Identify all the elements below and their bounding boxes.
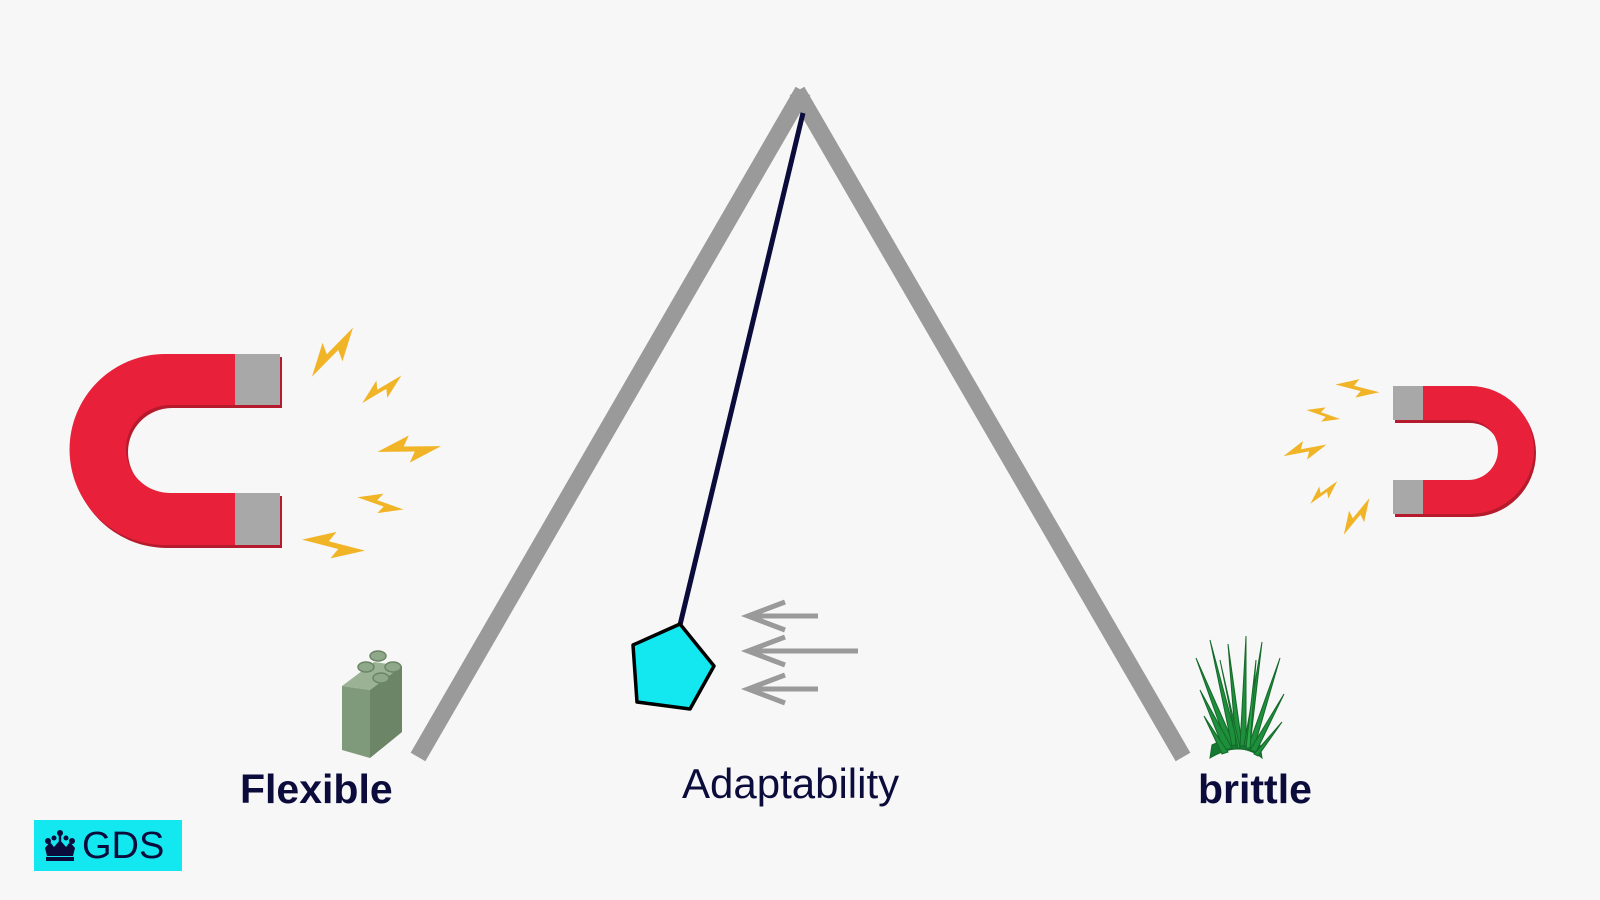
a-frame-right-leg (789, 86, 1191, 762)
label-adaptability: Adaptability (682, 760, 900, 807)
gds-logo-text: GDS (82, 824, 165, 867)
a-frame-left-leg (410, 86, 811, 762)
gds-logo: GDS (34, 820, 182, 871)
right-magnet-horseshoe-magnet-icon (1393, 386, 1536, 517)
left-magnet-horseshoe-magnet-icon (69, 354, 283, 548)
right-sparks-lightning-spark-icon (1283, 370, 1381, 536)
crown-icon (45, 829, 75, 861)
magnet-pole-top (235, 354, 280, 405)
magnet-pole-bottom (1393, 480, 1423, 514)
a-frame (410, 86, 1191, 762)
pendulum-string (677, 112, 806, 626)
magnet-pole-bottom (235, 493, 280, 545)
left-sparks-lightning-spark-icon (300, 325, 442, 572)
label-flexible: Flexible (240, 766, 393, 812)
pentagon-bob-icon (631, 622, 716, 711)
motion-arrows-icon (740, 599, 858, 706)
grass-tuft-icon (1195, 635, 1285, 760)
magnet-pole-top (1393, 386, 1423, 420)
pendulum (631, 112, 806, 711)
label-brittle: brittle (1198, 766, 1312, 812)
toy-brick-icon (342, 650, 402, 758)
